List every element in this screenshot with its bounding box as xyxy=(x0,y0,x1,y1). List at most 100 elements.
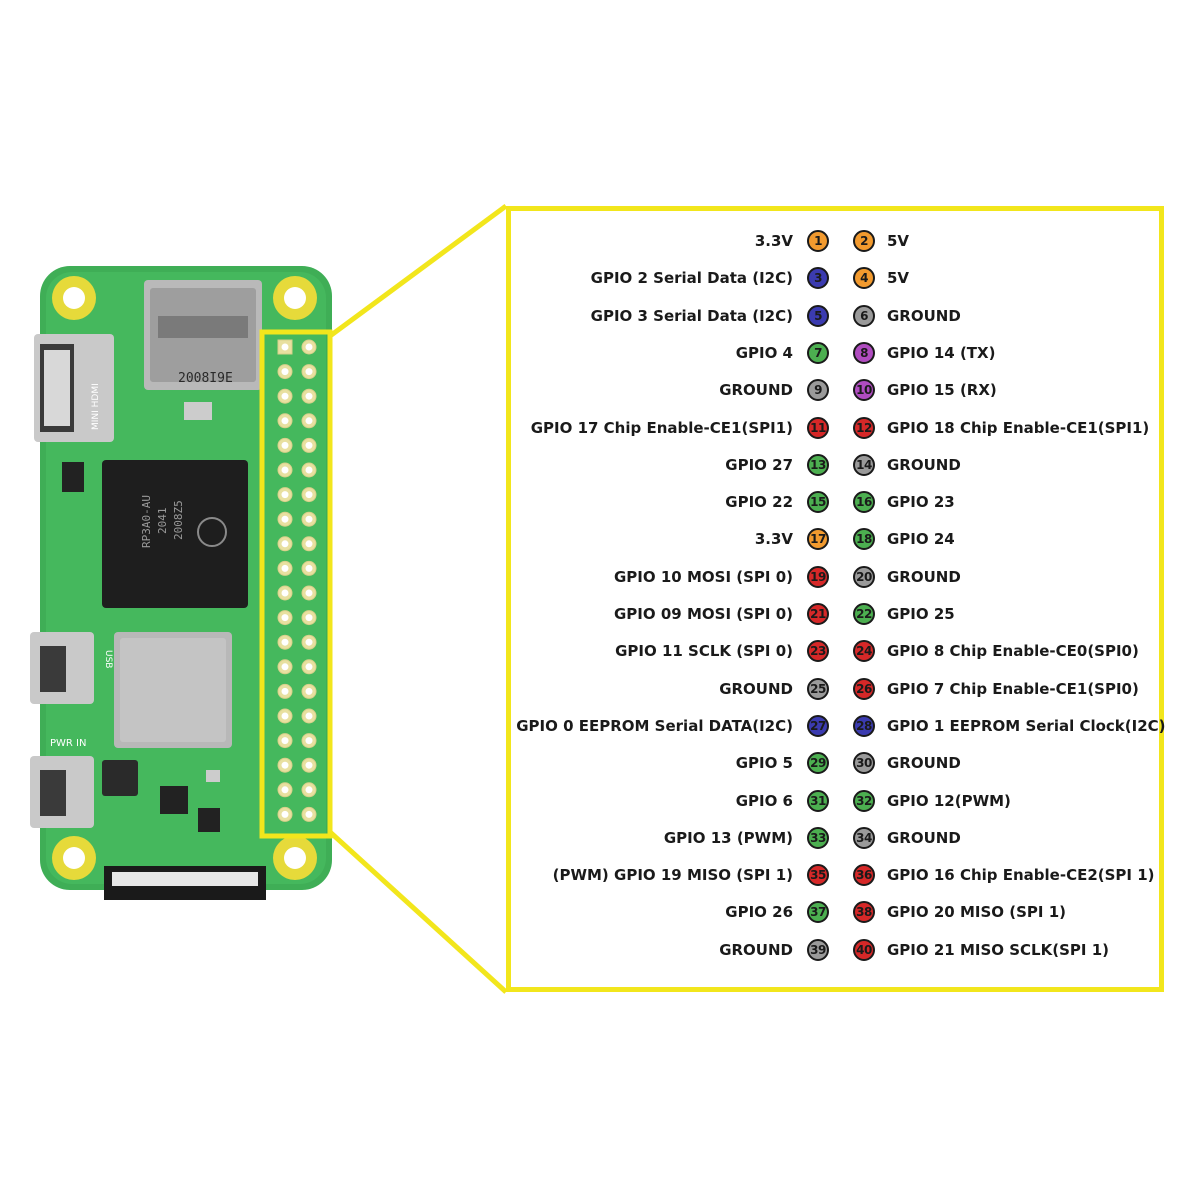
gpio-pad-hole xyxy=(305,761,313,769)
gpio-pad-hole xyxy=(281,441,289,449)
micro-usb-port: USB xyxy=(30,632,113,704)
pin-number-badge: 32 xyxy=(853,789,875,812)
pin-label-right: GPIO 21 MISO SCLK(SPI 1) xyxy=(887,940,1109,959)
pin-number-badge: 30 xyxy=(853,752,875,775)
gpio-pad-hole xyxy=(305,712,313,720)
sd-code-text: 2008I9E xyxy=(178,371,233,386)
gpio-pad-hole xyxy=(305,392,313,400)
gpio-pad-hole xyxy=(305,786,313,794)
pin-label-right: GPIO 1 EEPROM Serial Clock(I2C) xyxy=(887,716,1166,735)
pin-number-badge: 26 xyxy=(853,677,875,700)
callout-line-top xyxy=(328,203,508,339)
pin-label-right: GPIO 16 Chip Enable-CE2(SPI 1) xyxy=(887,866,1155,885)
gpio-pad-hole xyxy=(305,589,313,597)
micro-usb-power-port: PWR IN xyxy=(30,738,94,828)
pin-label-left: (PWM) GPIO 19 MISO (SPI 1) xyxy=(552,866,793,885)
pin-number-badge: 28 xyxy=(853,714,875,737)
pin-label-right: GPIO 23 xyxy=(887,493,955,512)
gpio-pad-hole xyxy=(281,663,289,671)
pin-label-right: GPIO 18 Chip Enable-CE1(SPI1) xyxy=(887,418,1150,437)
gpio-pad-hole xyxy=(305,737,313,745)
pin-number-badge: 36 xyxy=(853,864,875,887)
callout-line-bottom xyxy=(328,830,508,994)
raspberry-logo-icon xyxy=(197,517,227,547)
pin-number-badge: 11 xyxy=(807,416,829,439)
soc-line-1: RP3A0-AU xyxy=(140,495,153,548)
pin-label-left: GPIO 09 MOSI (SPI 0) xyxy=(614,605,793,623)
gpio-pad-hole xyxy=(305,540,313,548)
pin-number-badge: 31 xyxy=(807,789,829,812)
gpio-pad-hole xyxy=(305,564,313,572)
small-component xyxy=(62,462,84,492)
pin-number-badge: 40 xyxy=(853,938,875,961)
pin-number-badge: 24 xyxy=(853,640,875,663)
gpio-pad-hole xyxy=(281,540,289,548)
pin-number-badge: 9 xyxy=(807,379,829,402)
pin-label-right: GPIO 15 (RX) xyxy=(887,381,997,400)
camera-connector xyxy=(104,866,266,900)
hdmi-label: MINI HDMI xyxy=(91,383,101,430)
pin-number-badge: 38 xyxy=(853,901,875,924)
pin-number-badge: 29 xyxy=(807,752,829,775)
pin-number-badge: 3 xyxy=(807,267,829,290)
pin-number-badge: 1 xyxy=(807,230,829,252)
gpio-pad-hole xyxy=(281,417,289,425)
pin-number-badge: 21 xyxy=(807,603,829,625)
pin-number-badge: 25 xyxy=(807,677,829,700)
small-component xyxy=(102,760,138,796)
gpio-pad-hole xyxy=(281,737,289,745)
pin-label-right: GPIO 8 Chip Enable-CE0(SPI0) xyxy=(887,642,1139,661)
gpio-pad-hole xyxy=(281,515,289,523)
pin-label-left: GPIO 2 Serial Data (I2C) xyxy=(590,269,793,288)
pin-label-right: GROUND xyxy=(887,828,961,847)
pin-label-right: GROUND xyxy=(887,455,961,474)
gpio-pad-hole xyxy=(281,368,289,376)
pin-label-right: GPIO 24 xyxy=(887,530,955,549)
pin-number-badge: 12 xyxy=(853,416,875,439)
gpio-pad-hole xyxy=(305,417,313,425)
pin-number-badge: 23 xyxy=(807,640,829,663)
gpio-pad-hole xyxy=(305,663,313,671)
gpio-pad-hole xyxy=(305,441,313,449)
pin-label-left: GPIO 10 MOSI (SPI 0) xyxy=(614,567,793,586)
pin-number-badge: 2 xyxy=(853,230,875,252)
gpio-header-highlight xyxy=(259,329,333,839)
pin-row: GPIO 5 29 30 GROUND xyxy=(511,751,1169,781)
pin-number-badge: 14 xyxy=(853,453,875,476)
mounting-hole-br xyxy=(273,836,317,880)
pin-label-right: GROUND xyxy=(887,754,961,773)
small-component xyxy=(198,808,220,832)
pin-number-badge: 18 xyxy=(853,528,875,551)
pin-label-left: GPIO 4 xyxy=(735,343,793,362)
pin-label-left: GPIO 5 xyxy=(735,754,793,773)
gpio-pad-hole xyxy=(305,614,313,622)
wireless-shield xyxy=(114,632,232,748)
pin-label-left: GPIO 6 xyxy=(735,791,793,810)
usb-label: USB xyxy=(103,650,113,668)
pin-number-badge: 19 xyxy=(807,565,829,588)
gpio-pad-hole xyxy=(281,786,289,794)
pin-label-right: GPIO 14 (TX) xyxy=(887,343,996,362)
pin-label-left: GPIO 22 xyxy=(725,493,793,512)
pin-number-badge: 27 xyxy=(807,714,829,737)
pin-number-badge: 39 xyxy=(807,938,829,961)
pin-number-badge: 15 xyxy=(807,491,829,514)
pin-label-right: GPIO 7 Chip Enable-CE1(SPI0) xyxy=(887,679,1139,698)
gpio-pad-hole xyxy=(305,810,313,818)
mounting-hole-tl xyxy=(52,276,96,320)
